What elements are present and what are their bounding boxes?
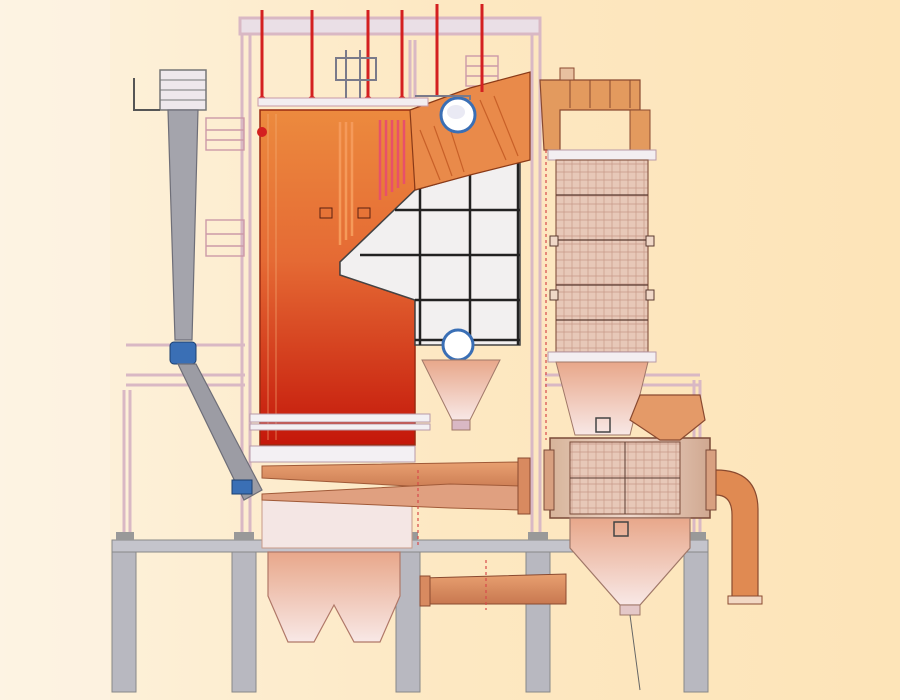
economizer-header — [547, 149, 657, 161]
air-preheater-grid — [570, 442, 680, 514]
furnace-inspection-port-2 — [357, 207, 371, 219]
feed-pipe-lower — [177, 363, 263, 501]
air-preheater-flange-right — [705, 449, 717, 511]
feeder-motor — [231, 479, 253, 495]
coal-bunker — [133, 69, 207, 111]
feed-valve — [169, 341, 197, 365]
flue-duct-top — [539, 67, 651, 151]
lower-air-duct — [421, 573, 567, 605]
economizer-column — [555, 159, 649, 353]
furnace-wall-tubes — [267, 114, 277, 440]
cold-air-inlet-mouth — [727, 595, 763, 605]
economizer-side-ports — [549, 235, 655, 301]
economizer-base — [547, 351, 657, 363]
support-structure — [111, 532, 709, 693]
lower-air-duct-flange — [419, 575, 431, 607]
drum-feed-line — [415, 95, 471, 100]
furnace-bottom-headers — [249, 413, 431, 463]
steam-pipes — [260, 4, 484, 100]
air-preheater-hopper-port — [613, 521, 629, 537]
upper-flue-tubes — [419, 95, 519, 181]
safety-valve — [335, 50, 377, 98]
air-preheater-flange-left — [543, 449, 555, 511]
top-header — [257, 97, 429, 107]
background-stripe-left — [0, 0, 110, 700]
outlet-inspection-port — [595, 417, 611, 433]
air-preheater-hopper-outlet — [619, 604, 641, 616]
convection-hopper-outlet — [451, 419, 471, 431]
feed-chute — [167, 109, 199, 341]
furnace-inspection-port-1 — [319, 207, 333, 219]
upper-flue — [409, 71, 531, 191]
steam-drum-highlight — [447, 105, 465, 119]
furnace-ash-hopper — [261, 499, 413, 643]
mud-drum — [441, 328, 475, 362]
economizer-sections — [556, 194, 648, 321]
hot-air-duct — [629, 394, 706, 441]
economizer-outlet-hopper — [555, 361, 649, 436]
ash-conveyor-line — [629, 614, 641, 691]
convection-grid — [360, 162, 520, 345]
duct-flange — [517, 457, 531, 515]
superheater-panels — [338, 120, 406, 245]
connecting-pipes — [417, 150, 547, 610]
